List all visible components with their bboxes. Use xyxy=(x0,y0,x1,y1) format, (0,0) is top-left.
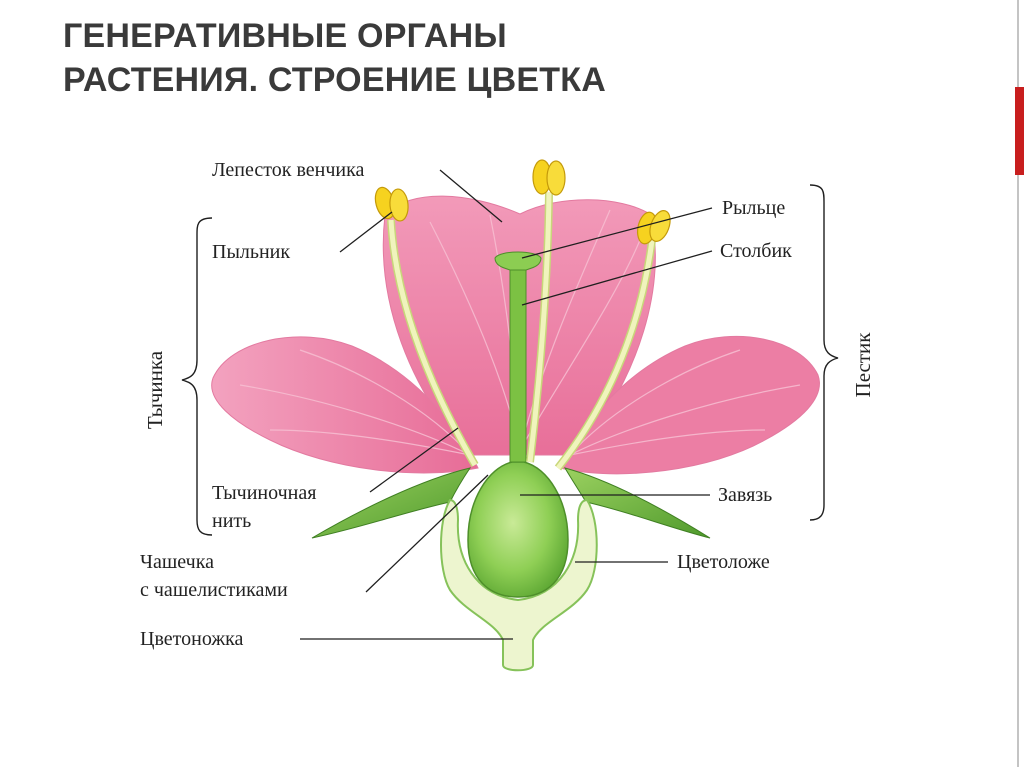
stamen-brace xyxy=(181,217,213,536)
slide-title-line-1: ГЕНЕРАТИВНЫЕ ОРГАНЫ xyxy=(63,17,507,55)
leader-petal xyxy=(439,169,503,223)
label-calyx-line-1: Чашечка xyxy=(140,551,214,573)
leader-lines xyxy=(300,169,713,640)
slide-title-line-2: РАСТЕНИЯ. СТРОЕНИЕ ЦВЕТКА xyxy=(63,61,606,99)
anther-left xyxy=(374,186,409,222)
label-pistil-group: Пестик xyxy=(851,332,875,398)
slide-title: ГЕНЕРАТИВНЫЕ ОРГАНЫ РАСТЕНИЯ. СТРОЕНИЕ Ц… xyxy=(63,14,606,102)
label-style: Столбик xyxy=(720,240,792,262)
pistil xyxy=(467,251,569,598)
petal-veins xyxy=(239,209,801,456)
label-peduncle: Цветоножка xyxy=(140,628,244,650)
calyx-sepals xyxy=(311,467,711,539)
left-sepal xyxy=(311,467,472,539)
label-ovary: Завязь xyxy=(718,484,772,506)
label-stigma: Рыльце xyxy=(722,197,785,219)
slide-edge-decoration xyxy=(1013,0,1024,767)
right-sepal xyxy=(563,467,711,539)
label-receptacle: Цветоложе xyxy=(677,551,770,573)
label-petal: Лепесток венчика xyxy=(212,159,365,181)
label-stamen-group: Тычинка xyxy=(143,350,167,429)
slide-edge-accent xyxy=(1015,87,1024,175)
receptacle-body xyxy=(440,498,598,672)
pistil-brace xyxy=(809,184,839,521)
leader-filament xyxy=(369,427,459,493)
anther-middle xyxy=(532,159,566,196)
label-filament-line-2: нить xyxy=(212,510,251,532)
leader-style xyxy=(521,250,713,306)
leader-calyx xyxy=(365,474,489,593)
label-calyx-line-2: с чашелистиками xyxy=(140,579,288,601)
leader-anther xyxy=(339,211,393,253)
anther-right xyxy=(636,210,671,245)
ovary xyxy=(467,461,569,598)
label-anther: Пыльник xyxy=(212,241,290,263)
style xyxy=(509,269,527,463)
label-filament-line-1: Тычиночная xyxy=(212,482,316,504)
leader-stigma xyxy=(521,207,713,259)
left-petal xyxy=(211,336,479,474)
